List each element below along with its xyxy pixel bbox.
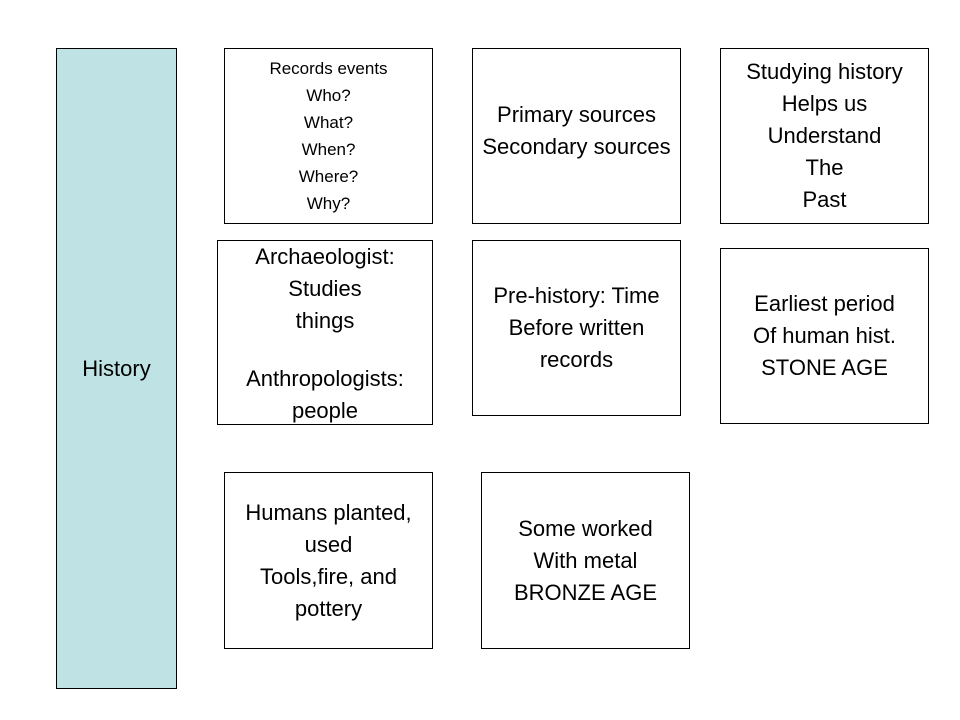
studying-history-box: Studying history Helps us Understand The… [720, 48, 929, 224]
stone-age-text: Earliest period Of human hist. STONE AGE [681, 288, 960, 384]
text-line: Of human hist. [752, 323, 897, 348]
text-line: things [295, 308, 355, 333]
prehistory-text: Pre-history: Time Before written records [433, 280, 720, 376]
prehistory-box: Pre-history: Time Before written records [472, 240, 681, 416]
text-line: used [304, 531, 353, 557]
text-line: With metal [533, 547, 638, 573]
text-line: The [805, 155, 844, 180]
text-line: Pre-history: Time [493, 283, 660, 308]
blank-line [178, 337, 472, 363]
bronze-age-box: Some worked With metal BRONZE AGE [481, 472, 690, 649]
archaeologist-box: Archaeologist: Studies things Anthropolo… [217, 240, 433, 425]
text-line: records [539, 347, 614, 372]
history-box: History [56, 48, 177, 689]
text-line: What? [303, 113, 354, 132]
records-events-text: Records events Who? What? When? Where? W… [185, 55, 472, 217]
text-line: Humans planted, [245, 499, 412, 525]
text-line: Archaeologist: [255, 244, 395, 269]
humans-planted-box: Humans planted, used Tools,fire, and pot… [224, 472, 433, 649]
text-line: Helps us [781, 91, 868, 116]
text-line: BRONZE AGE [513, 579, 658, 605]
text-line: Some worked [518, 515, 653, 541]
text-line: Anthropologists: [246, 366, 404, 392]
sources-text: Primary sources Secondary sources [433, 99, 720, 163]
text-line: Studying history [746, 59, 903, 84]
text-line: people [291, 398, 359, 424]
humans-planted-text: Humans planted, used Tools,fire, and pot… [185, 497, 472, 625]
bronze-age-text: Some worked With metal BRONZE AGE [442, 513, 729, 609]
text-line: Secondary sources [482, 133, 671, 159]
stone-age-box: Earliest period Of human hist. STONE AGE [720, 248, 929, 424]
sources-box: Primary sources Secondary sources [472, 48, 681, 224]
text-line: Why? [306, 194, 351, 213]
text-line: Records events [269, 59, 388, 78]
text-line: Before written [508, 315, 645, 340]
text-line: When? [301, 140, 356, 159]
text-line: Where? [298, 167, 359, 186]
studying-history-text: Studying history Helps us Understand The… [681, 56, 960, 216]
text-line: Past [802, 187, 847, 212]
archaeologist-text: Archaeologist: Studies things Anthropolo… [178, 241, 472, 427]
history-label: History [82, 355, 151, 381]
text-line: Studies [288, 276, 362, 301]
text-line: Understand [767, 123, 882, 148]
text-line: pottery [294, 595, 363, 621]
text-line: STONE AGE [761, 355, 888, 380]
text-line: Earliest period [754, 291, 895, 316]
records-events-box: Records events Who? What? When? Where? W… [224, 48, 433, 224]
text-line: Primary sources [497, 101, 656, 127]
text-line: Who? [306, 86, 351, 105]
text-line: Tools,fire, and [260, 563, 397, 589]
